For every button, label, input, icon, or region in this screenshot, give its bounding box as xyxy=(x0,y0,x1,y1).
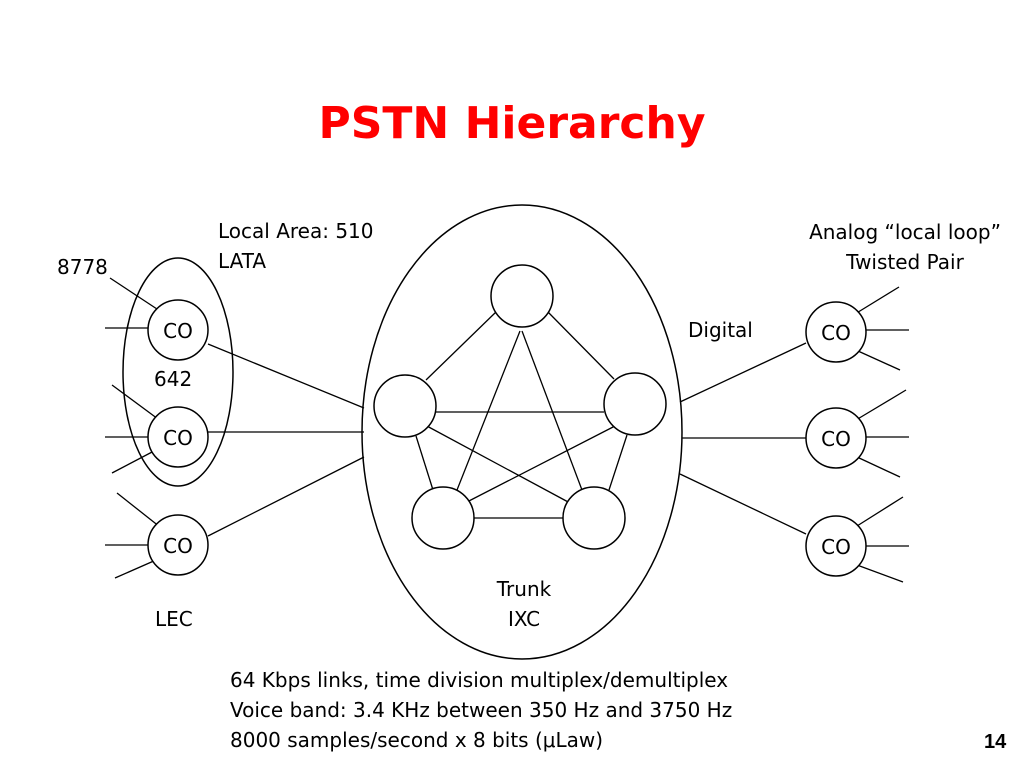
page-title: PSTN Hierarchy xyxy=(318,98,706,149)
co-label: CO xyxy=(163,534,193,558)
co-node-circle xyxy=(147,406,209,468)
local-loop-line xyxy=(857,350,901,371)
co-left-1: CO xyxy=(147,299,209,361)
co-label: CO xyxy=(821,427,851,451)
trunk-link xyxy=(207,456,365,537)
lec-group-ellipse xyxy=(122,257,234,487)
note-line: 8000 samples/second x 8 bits (μLaw) xyxy=(230,728,604,752)
co-node-circle xyxy=(147,514,209,576)
local-loop-line xyxy=(856,496,904,527)
co-label: CO xyxy=(163,426,193,450)
local-loop-line xyxy=(114,559,157,579)
mesh-edge xyxy=(521,330,583,491)
number-8778-label: 8778 xyxy=(57,255,108,279)
co-left-2: CO xyxy=(147,406,209,468)
trunk-node xyxy=(490,264,554,328)
mesh-edge xyxy=(425,310,498,381)
mesh-edge xyxy=(608,434,628,491)
co-right-3: CO xyxy=(805,515,867,577)
analog-line1: Analog “local loop” xyxy=(809,220,1001,244)
trunk-mesh xyxy=(415,310,628,519)
bottom-notes: 64 Kbps links, time division multiplex/d… xyxy=(230,665,732,755)
local-loop-line xyxy=(111,384,159,420)
mesh-edge xyxy=(546,310,615,380)
ixc-label: IXC xyxy=(507,607,541,631)
number-642-label: 642 xyxy=(154,367,193,391)
co-node-circle xyxy=(805,301,867,363)
co-label: CO xyxy=(163,319,193,343)
note-line: 64 Kbps links, time division multiplex/d… xyxy=(230,668,729,692)
local-area-line1: Local Area: 510 xyxy=(218,219,374,243)
mesh-edge xyxy=(424,424,571,504)
co-right-2: CO xyxy=(805,407,867,469)
local-area-line2: LATA xyxy=(218,249,267,273)
local-loop-line xyxy=(856,456,901,478)
mesh-edge xyxy=(415,435,434,491)
analog-line2: Twisted Pair xyxy=(846,250,964,274)
page-number: 14 xyxy=(984,731,1007,753)
local-area-label: Local Area: 510 LATA xyxy=(218,216,374,276)
mesh-edge xyxy=(464,425,616,504)
local-loops xyxy=(105,277,909,583)
local-loop-line xyxy=(854,286,900,315)
local-loop-line xyxy=(109,277,161,312)
co-node-circle xyxy=(805,407,867,469)
trunk-link xyxy=(679,342,807,403)
trunk-ixc-label: Trunk IXC xyxy=(474,574,574,634)
analog-loop-label: Analog “local loop” Twisted Pair xyxy=(790,217,1020,277)
digital-label: Digital xyxy=(688,318,753,342)
trunk-node xyxy=(562,486,626,550)
co-node-circle xyxy=(147,299,209,361)
trunk-link xyxy=(679,473,807,535)
trunk-label: Trunk xyxy=(496,577,552,601)
trunk-node xyxy=(411,486,475,550)
co-label: CO xyxy=(821,535,851,559)
trunk-node xyxy=(603,372,667,436)
trunk-link xyxy=(207,343,365,409)
local-loop-line xyxy=(856,564,904,583)
trunk-node xyxy=(373,374,437,438)
co-label: CO xyxy=(821,321,851,345)
trunk-nodes xyxy=(373,264,667,550)
mesh-edge xyxy=(456,330,521,491)
local-loop-line xyxy=(116,492,161,528)
co-node-circle xyxy=(805,515,867,577)
co-right-1: CO xyxy=(805,301,867,363)
co-trunk-links xyxy=(207,342,807,537)
local-loop-line xyxy=(855,389,907,421)
note-line: Voice band: 3.4 KHz between 350 Hz and 3… xyxy=(230,698,733,722)
co-left-3: CO xyxy=(147,514,209,576)
local-loop-line xyxy=(111,450,155,474)
lec-label: LEC xyxy=(155,607,193,631)
